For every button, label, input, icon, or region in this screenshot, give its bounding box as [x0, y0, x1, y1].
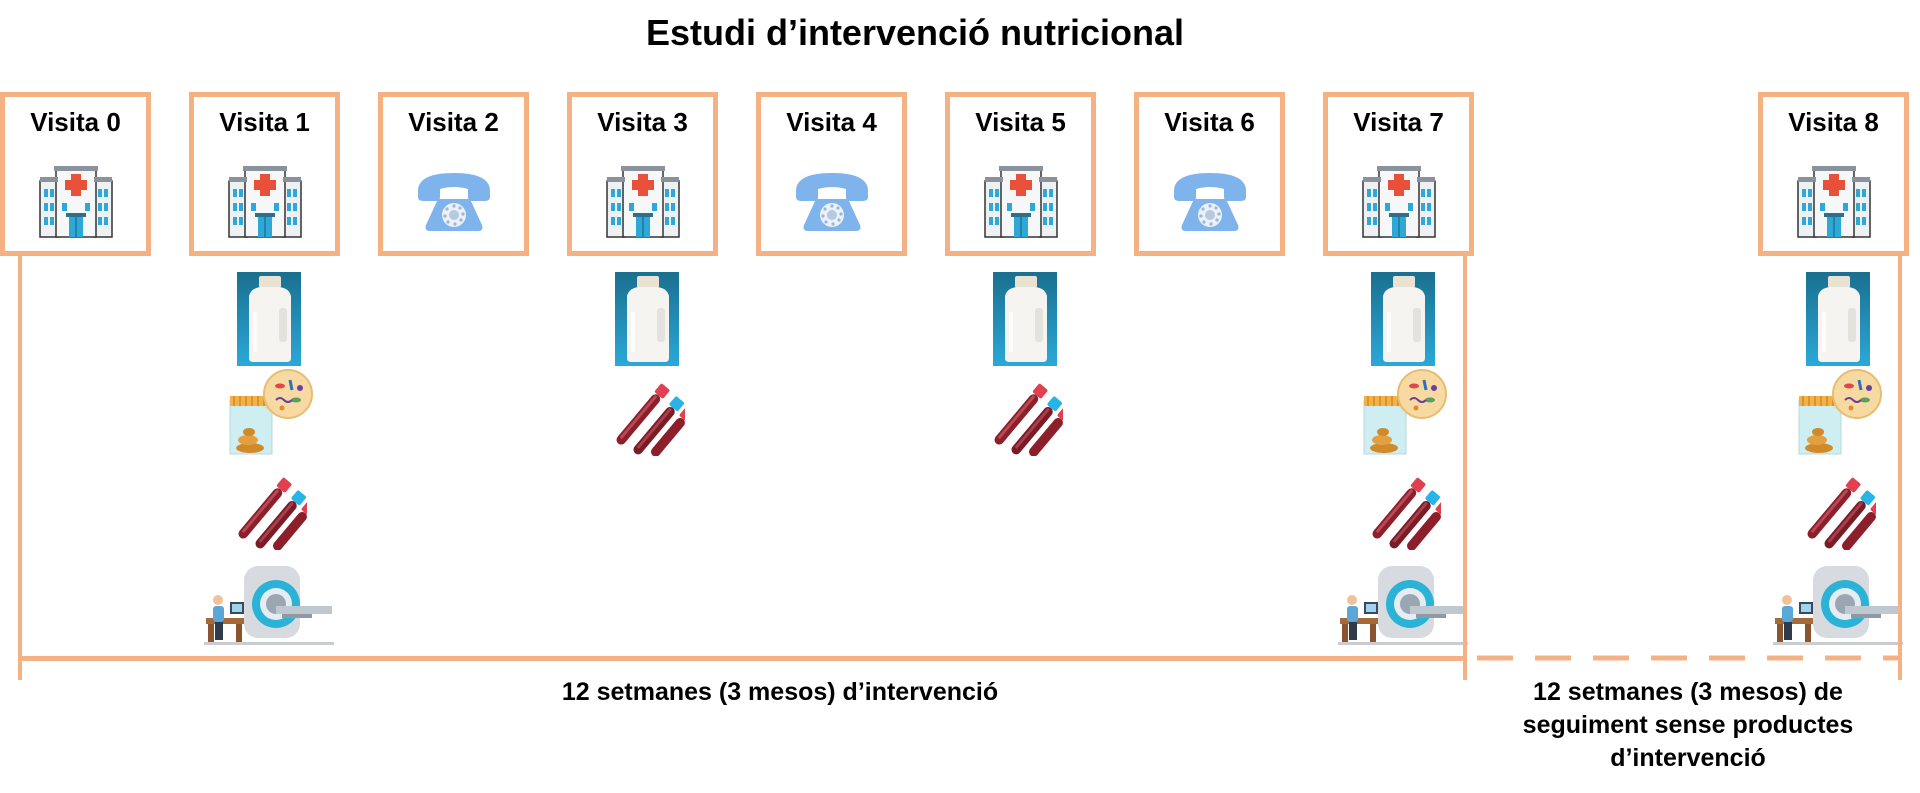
hospital-icon — [38, 165, 113, 238]
visit-label: Visita 6 — [1164, 107, 1255, 137]
visit-box-2: Visita 2 — [378, 92, 529, 256]
phone-icon — [795, 173, 868, 231]
bottle-icon — [1806, 272, 1870, 366]
blood-tubes-icon — [987, 380, 1063, 456]
followup-label-line2: seguiment sense productes — [1522, 711, 1854, 739]
hospital-icon — [983, 165, 1058, 238]
bottle-icon — [1371, 272, 1435, 366]
phone-icon — [417, 173, 490, 231]
visit-label: Visita 1 — [219, 107, 310, 137]
intervention-period-label: 12 setmanes (3 mesos) d’intervenció — [561, 678, 999, 706]
followup-right-tick — [1898, 256, 1902, 680]
followup-period-label: 12 setmanes (3 mesos) de seguiment sense… — [1468, 676, 1908, 775]
visit-box-8: Visita 8 — [1758, 92, 1909, 256]
stool-microbiome-icon — [1358, 368, 1448, 458]
bottle-icon — [237, 272, 301, 366]
hospital-icon — [227, 165, 302, 238]
visit-box-5: Visita 5 — [945, 92, 1096, 256]
visit-label: Visita 4 — [786, 107, 877, 137]
mri-scanner-icon — [1338, 562, 1468, 646]
blood-tubes-icon — [1800, 474, 1876, 550]
hospital-icon — [1796, 165, 1871, 238]
diagram-title: Estudi d’intervenció nutricional — [645, 12, 1185, 53]
blood-tubes-icon — [609, 380, 685, 456]
bottle-icon — [993, 272, 1057, 366]
visit-box-6: Visita 6 — [1134, 92, 1285, 256]
visit-box-1: Visita 1 — [189, 92, 340, 256]
mri-scanner-icon — [1773, 562, 1903, 646]
intervention-left-tick — [18, 256, 22, 680]
intervention-baseline — [18, 656, 1467, 661]
blood-tubes-icon — [1365, 474, 1441, 550]
visit-box-4: Visita 4 — [756, 92, 907, 256]
mri-scanner-icon — [204, 562, 334, 646]
followup-label-line1: 12 setmanes (3 mesos) de — [1533, 678, 1843, 706]
visit-box-7: Visita 7 — [1323, 92, 1474, 256]
stool-microbiome-icon — [224, 368, 314, 458]
blood-tubes-icon — [231, 474, 307, 550]
intervention-right-tick — [1463, 256, 1467, 680]
visit-label: Visita 3 — [597, 107, 688, 137]
visit-label: Visita 8 — [1788, 107, 1879, 137]
followup-label-line3: d’intervenció — [1610, 744, 1766, 772]
stool-microbiome-icon — [1793, 368, 1883, 458]
visit-label: Visita 2 — [408, 107, 499, 137]
visit-label: Visita 5 — [975, 107, 1066, 137]
hospital-icon — [605, 165, 680, 238]
followup-dashed-baseline — [1477, 655, 1902, 661]
visit-label: Visita 0 — [30, 107, 121, 137]
visit-box-0: Visita 0 — [0, 92, 151, 256]
bottle-icon — [615, 272, 679, 366]
phone-icon — [1173, 173, 1246, 231]
visit-box-3: Visita 3 — [567, 92, 718, 256]
hospital-icon — [1361, 165, 1436, 238]
visit-label: Visita 7 — [1353, 107, 1444, 137]
